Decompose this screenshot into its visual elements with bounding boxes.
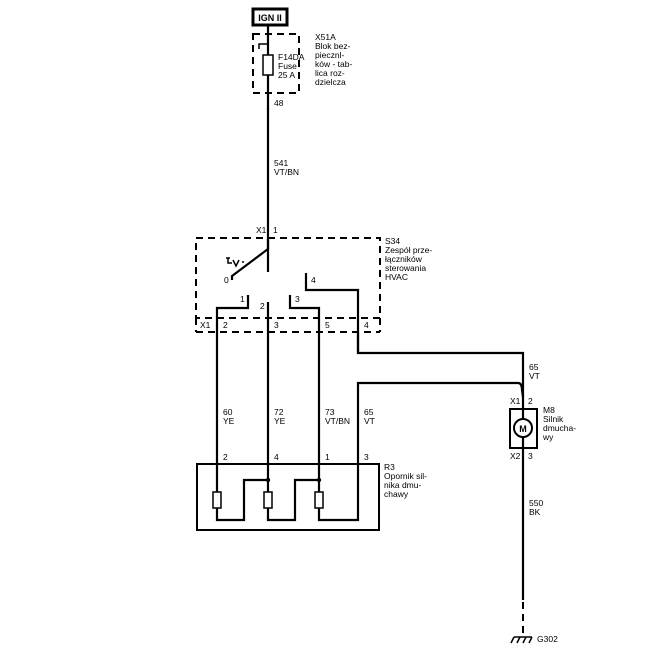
fuse-block-desc-1: piecznl- bbox=[315, 50, 344, 60]
fuse-block-desc-0: Blok bez- bbox=[315, 41, 351, 51]
resistor-r3: 2 4 1 3 R3 Opornik sil- nika dmu- chawy bbox=[196, 452, 427, 531]
motor-connector-top: X1 bbox=[510, 396, 521, 406]
resistor-desc-0: Opornik sil- bbox=[384, 471, 427, 481]
wire-72-circuit: 72 bbox=[274, 407, 284, 417]
motor-connector-bottom: X2 bbox=[510, 451, 521, 461]
fuse-id: F14DA bbox=[278, 52, 305, 62]
wire-550: 550 BK bbox=[521, 460, 543, 634]
wire-550-color: BK bbox=[529, 507, 541, 517]
fuse-block-desc-3: lica roz- bbox=[315, 68, 345, 78]
resistor-element-icon bbox=[314, 491, 324, 509]
switch-desc-2: sterowania bbox=[385, 263, 426, 273]
fuse-block-desc-2: ków - tab- bbox=[315, 59, 352, 69]
switch-arm bbox=[230, 238, 270, 280]
wire-72: 72 YE bbox=[266, 345, 286, 480]
contact-3 bbox=[288, 295, 321, 345]
resistor-element-icon bbox=[263, 491, 273, 509]
switch-pos-2: 2 bbox=[260, 301, 265, 311]
wire-73-circuit: 73 bbox=[325, 407, 335, 417]
wire-65-b-circuit: 65 bbox=[364, 407, 374, 417]
motor-pin-top: 2 bbox=[528, 396, 533, 406]
wire-65-switch-to-motor: 65 VT bbox=[356, 332, 540, 395]
junction-dot bbox=[265, 477, 271, 483]
switch-pin-bottom-1: 3 bbox=[274, 320, 279, 330]
resistor-desc-2: chawy bbox=[384, 489, 409, 499]
switch-pos-0: 0 bbox=[224, 275, 229, 285]
motor-symbol: M bbox=[519, 424, 527, 434]
resistor-id: R3 bbox=[384, 462, 395, 472]
motor-pin-bottom: 3 bbox=[528, 451, 533, 461]
resistor-desc-1: nika dmu- bbox=[384, 480, 421, 490]
switch-id: S34 bbox=[385, 236, 400, 246]
ign-power-source: IGN II bbox=[251, 7, 289, 27]
wire-73: 73 VT/BN bbox=[317, 345, 350, 480]
resistor-pin-3: 3 bbox=[364, 452, 369, 462]
switch-desc-3: HVAC bbox=[385, 272, 408, 282]
fuse-icon bbox=[262, 54, 274, 76]
resistor-element-icon bbox=[212, 491, 222, 509]
switch-pos-4: 4 bbox=[311, 275, 316, 285]
switch-connector-top: X1 bbox=[256, 225, 267, 235]
switch-desc-0: Zespół prze- bbox=[385, 245, 432, 255]
switch-pin-bottom-2: 5 bbox=[325, 320, 330, 330]
contact-1 bbox=[215, 295, 250, 345]
switch-pin-top: 1 bbox=[273, 225, 278, 235]
fuse-rating: 25 A bbox=[278, 70, 295, 80]
switch-pin-bottom-3: 4 bbox=[364, 320, 369, 330]
resistor-pin-1: 4 bbox=[274, 452, 279, 462]
switch-actuator-icon bbox=[226, 257, 244, 268]
switch-pos-3: 3 bbox=[295, 294, 300, 304]
fuse-name: Fuse bbox=[278, 61, 297, 71]
resistor-pin-2: 1 bbox=[325, 452, 330, 462]
motor-desc-2: wy bbox=[542, 432, 554, 442]
wire-550-circuit: 550 bbox=[529, 498, 543, 508]
fuse-pin-label: 48 bbox=[274, 98, 284, 108]
ground-icon bbox=[510, 636, 533, 644]
wire-60-circuit: 60 bbox=[223, 407, 233, 417]
motor-desc-1: dmucha- bbox=[543, 423, 576, 433]
wire-65-a-color: VT bbox=[529, 371, 540, 381]
wire-72-color: YE bbox=[274, 416, 286, 426]
ground-id: G302 bbox=[537, 634, 558, 644]
wire-65-b-color: VT bbox=[364, 416, 375, 426]
switch-desc-1: łączników bbox=[385, 254, 423, 264]
wire-65-a-circuit: 65 bbox=[529, 362, 539, 372]
wire-60-color: YE bbox=[223, 416, 235, 426]
wire-541: 541 VT/BN bbox=[266, 108, 299, 272]
resistor-pin-0: 2 bbox=[223, 452, 228, 462]
junction-dot bbox=[316, 477, 322, 483]
switch-pos-1: 1 bbox=[240, 294, 245, 304]
contact-4 bbox=[304, 273, 360, 353]
fuse-block-x51a: F14DA Fuse 25 A X51A Blok bez- piecznl- … bbox=[252, 25, 352, 110]
wire-73-color: VT/BN bbox=[325, 416, 350, 426]
wire-60: 60 YE bbox=[215, 345, 235, 464]
switch-pin-bottom-0: 2 bbox=[223, 320, 228, 330]
ground-g302: G302 bbox=[510, 634, 558, 644]
switch-s34: X1 1 0 1 2 3 4 X1 2 3 5 4 S34 Zespół prz… bbox=[195, 225, 432, 353]
switch-connector-bottom: X1 bbox=[200, 320, 211, 330]
fuse-block-id: X51A bbox=[315, 32, 336, 42]
motor-id: M8 bbox=[543, 405, 555, 415]
ign-label: IGN II bbox=[258, 13, 282, 23]
wire-65-resistor-to-motor: 65 VT bbox=[356, 381, 525, 464]
wire-541-circuit: 541 bbox=[274, 158, 288, 168]
motor-desc-0: Silnik bbox=[543, 414, 564, 424]
wire-541-color: VT/BN bbox=[274, 167, 299, 177]
fuse-block-desc-4: dzielcza bbox=[315, 77, 346, 87]
motor-m8: X1 2 M X2 3 M8 Silnik dmucha- wy bbox=[509, 395, 576, 461]
